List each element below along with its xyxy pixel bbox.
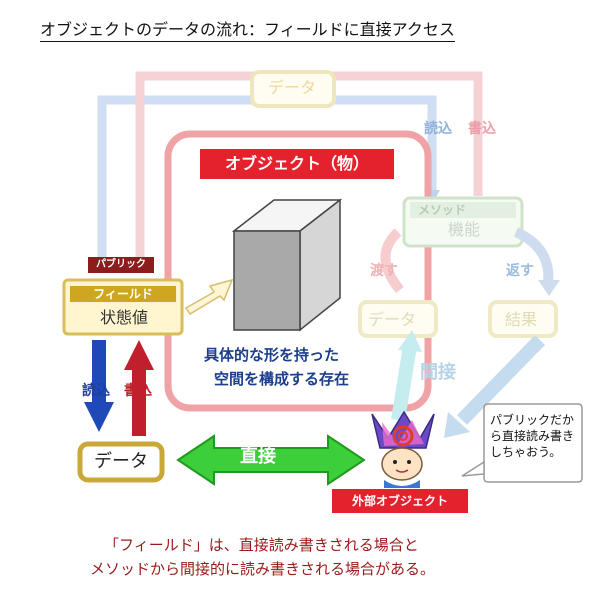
field-to-cube-arrow [184, 278, 234, 316]
data-top-label: データ [268, 78, 317, 97]
return-arrowhead [538, 280, 560, 296]
read-top-label: 読込 [424, 121, 452, 137]
character-icon [371, 410, 435, 488]
field-label: フィールド [70, 286, 176, 302]
write-top-label: 書込 [468, 121, 496, 137]
diagram-title: オブジェクトのデータの流れ：フィールドに直接アクセス [40, 22, 455, 42]
speech-bubble-text: パブリックだから直接読み書きしちゃおう。 [490, 413, 575, 459]
return-arc [513, 227, 554, 285]
write-arrowhead [124, 340, 154, 370]
speech-bubble [483, 403, 583, 483]
caption-line2: メソッドから間接的に読み書きされる場合がある。 [90, 560, 436, 578]
method-header [410, 202, 516, 218]
read-arrow-shaft [92, 340, 106, 404]
data-box-top [250, 70, 336, 108]
return-label: 返す [506, 263, 534, 279]
object-box [164, 130, 432, 412]
data-mid-label: データ [368, 310, 417, 329]
object-label: オブジェクト（物） [200, 149, 394, 179]
cube-icon [231, 198, 343, 332]
state-value: 状態値 [99, 308, 148, 327]
indirect-up-arrow [391, 344, 417, 422]
write-arrow-shaft [132, 368, 146, 436]
result-box [488, 300, 558, 338]
write-left-label: 書込 [124, 383, 152, 399]
object-description-line1: 具体的な形を持った [204, 346, 340, 364]
direct-double-arrow [176, 434, 366, 486]
external-object-label: 外部オブジェクト [332, 489, 468, 513]
data-bottom-label: データ [94, 451, 148, 472]
object-description-line2: 空間を構成する存在 [214, 370, 350, 388]
public-tag: パブリック [88, 257, 154, 273]
caption-line1: 「フィールド」は、直接読み書きされる場合と [104, 536, 419, 554]
data-box-mid [358, 300, 438, 338]
result-label: 結果 [505, 310, 538, 329]
indirect-label: 間接 [420, 362, 456, 383]
read-left-label: 読込 [82, 383, 110, 399]
read-arrowhead [84, 402, 114, 432]
direct-label: 直接 [240, 446, 276, 467]
data-box-bottom [77, 441, 165, 483]
pass-arc [380, 228, 404, 294]
pass-label: 渡す [370, 263, 398, 279]
function-label: 機能 [448, 220, 481, 239]
method-label: メソッド [418, 203, 467, 217]
indirect-down-arrow [456, 335, 546, 425]
